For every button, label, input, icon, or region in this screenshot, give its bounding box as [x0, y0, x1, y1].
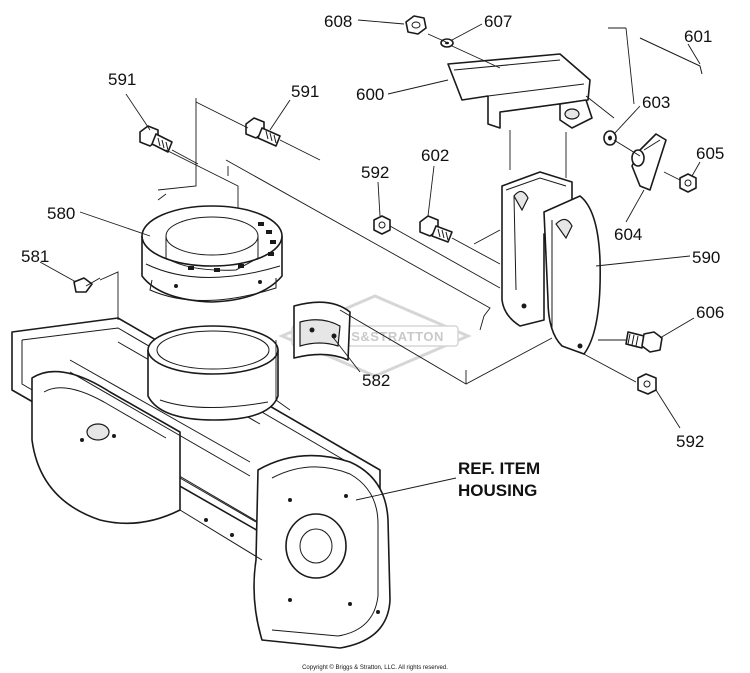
bolt-591-left	[139, 125, 173, 153]
bolt-591-right	[245, 117, 281, 147]
nut-592-upper	[373, 215, 391, 235]
alignment-lines	[99, 27, 681, 411]
copyright-notice: Copyright © Briggs & Stratton, LLC. All …	[302, 664, 448, 671]
adjustment-knob	[631, 133, 667, 191]
nut-608	[405, 15, 427, 35]
label-592-upper: 592	[361, 163, 389, 182]
nut-605	[679, 173, 697, 193]
housing	[11, 317, 391, 649]
leader-lines	[39, 19, 701, 501]
label-600: 600	[356, 85, 384, 104]
label-592-lower: 592	[676, 432, 704, 451]
rod	[639, 37, 703, 75]
deflector-bracket	[501, 171, 601, 355]
label-580: 580	[47, 204, 75, 223]
label-607: 607	[484, 12, 512, 31]
label-601: 601	[684, 27, 712, 46]
label-581: 581	[21, 247, 49, 266]
bolt-606	[625, 331, 663, 353]
ref-item-label: REF. ITEM	[458, 459, 540, 478]
screw-581	[73, 277, 101, 293]
nut-592-lower	[637, 373, 657, 395]
label-604: 604	[614, 225, 642, 244]
label-582: 582	[362, 371, 390, 390]
label-591-right: 591	[291, 82, 319, 101]
label-603: 603	[642, 93, 670, 112]
part-labels: 608 607 601 591 591 600 603 605 592 602 …	[21, 12, 724, 500]
retainer-strip	[293, 301, 351, 361]
label-605: 605	[696, 144, 724, 163]
housing-label: HOUSING	[458, 481, 537, 500]
bolt-602	[419, 215, 453, 243]
label-591-left: 591	[108, 70, 136, 89]
label-602: 602	[421, 146, 449, 165]
upper-deflector	[447, 53, 593, 129]
washer-603	[603, 130, 617, 146]
label-608: 608	[324, 12, 352, 31]
label-606: 606	[696, 303, 724, 322]
chute-ring	[141, 205, 283, 303]
label-590: 590	[692, 248, 720, 267]
